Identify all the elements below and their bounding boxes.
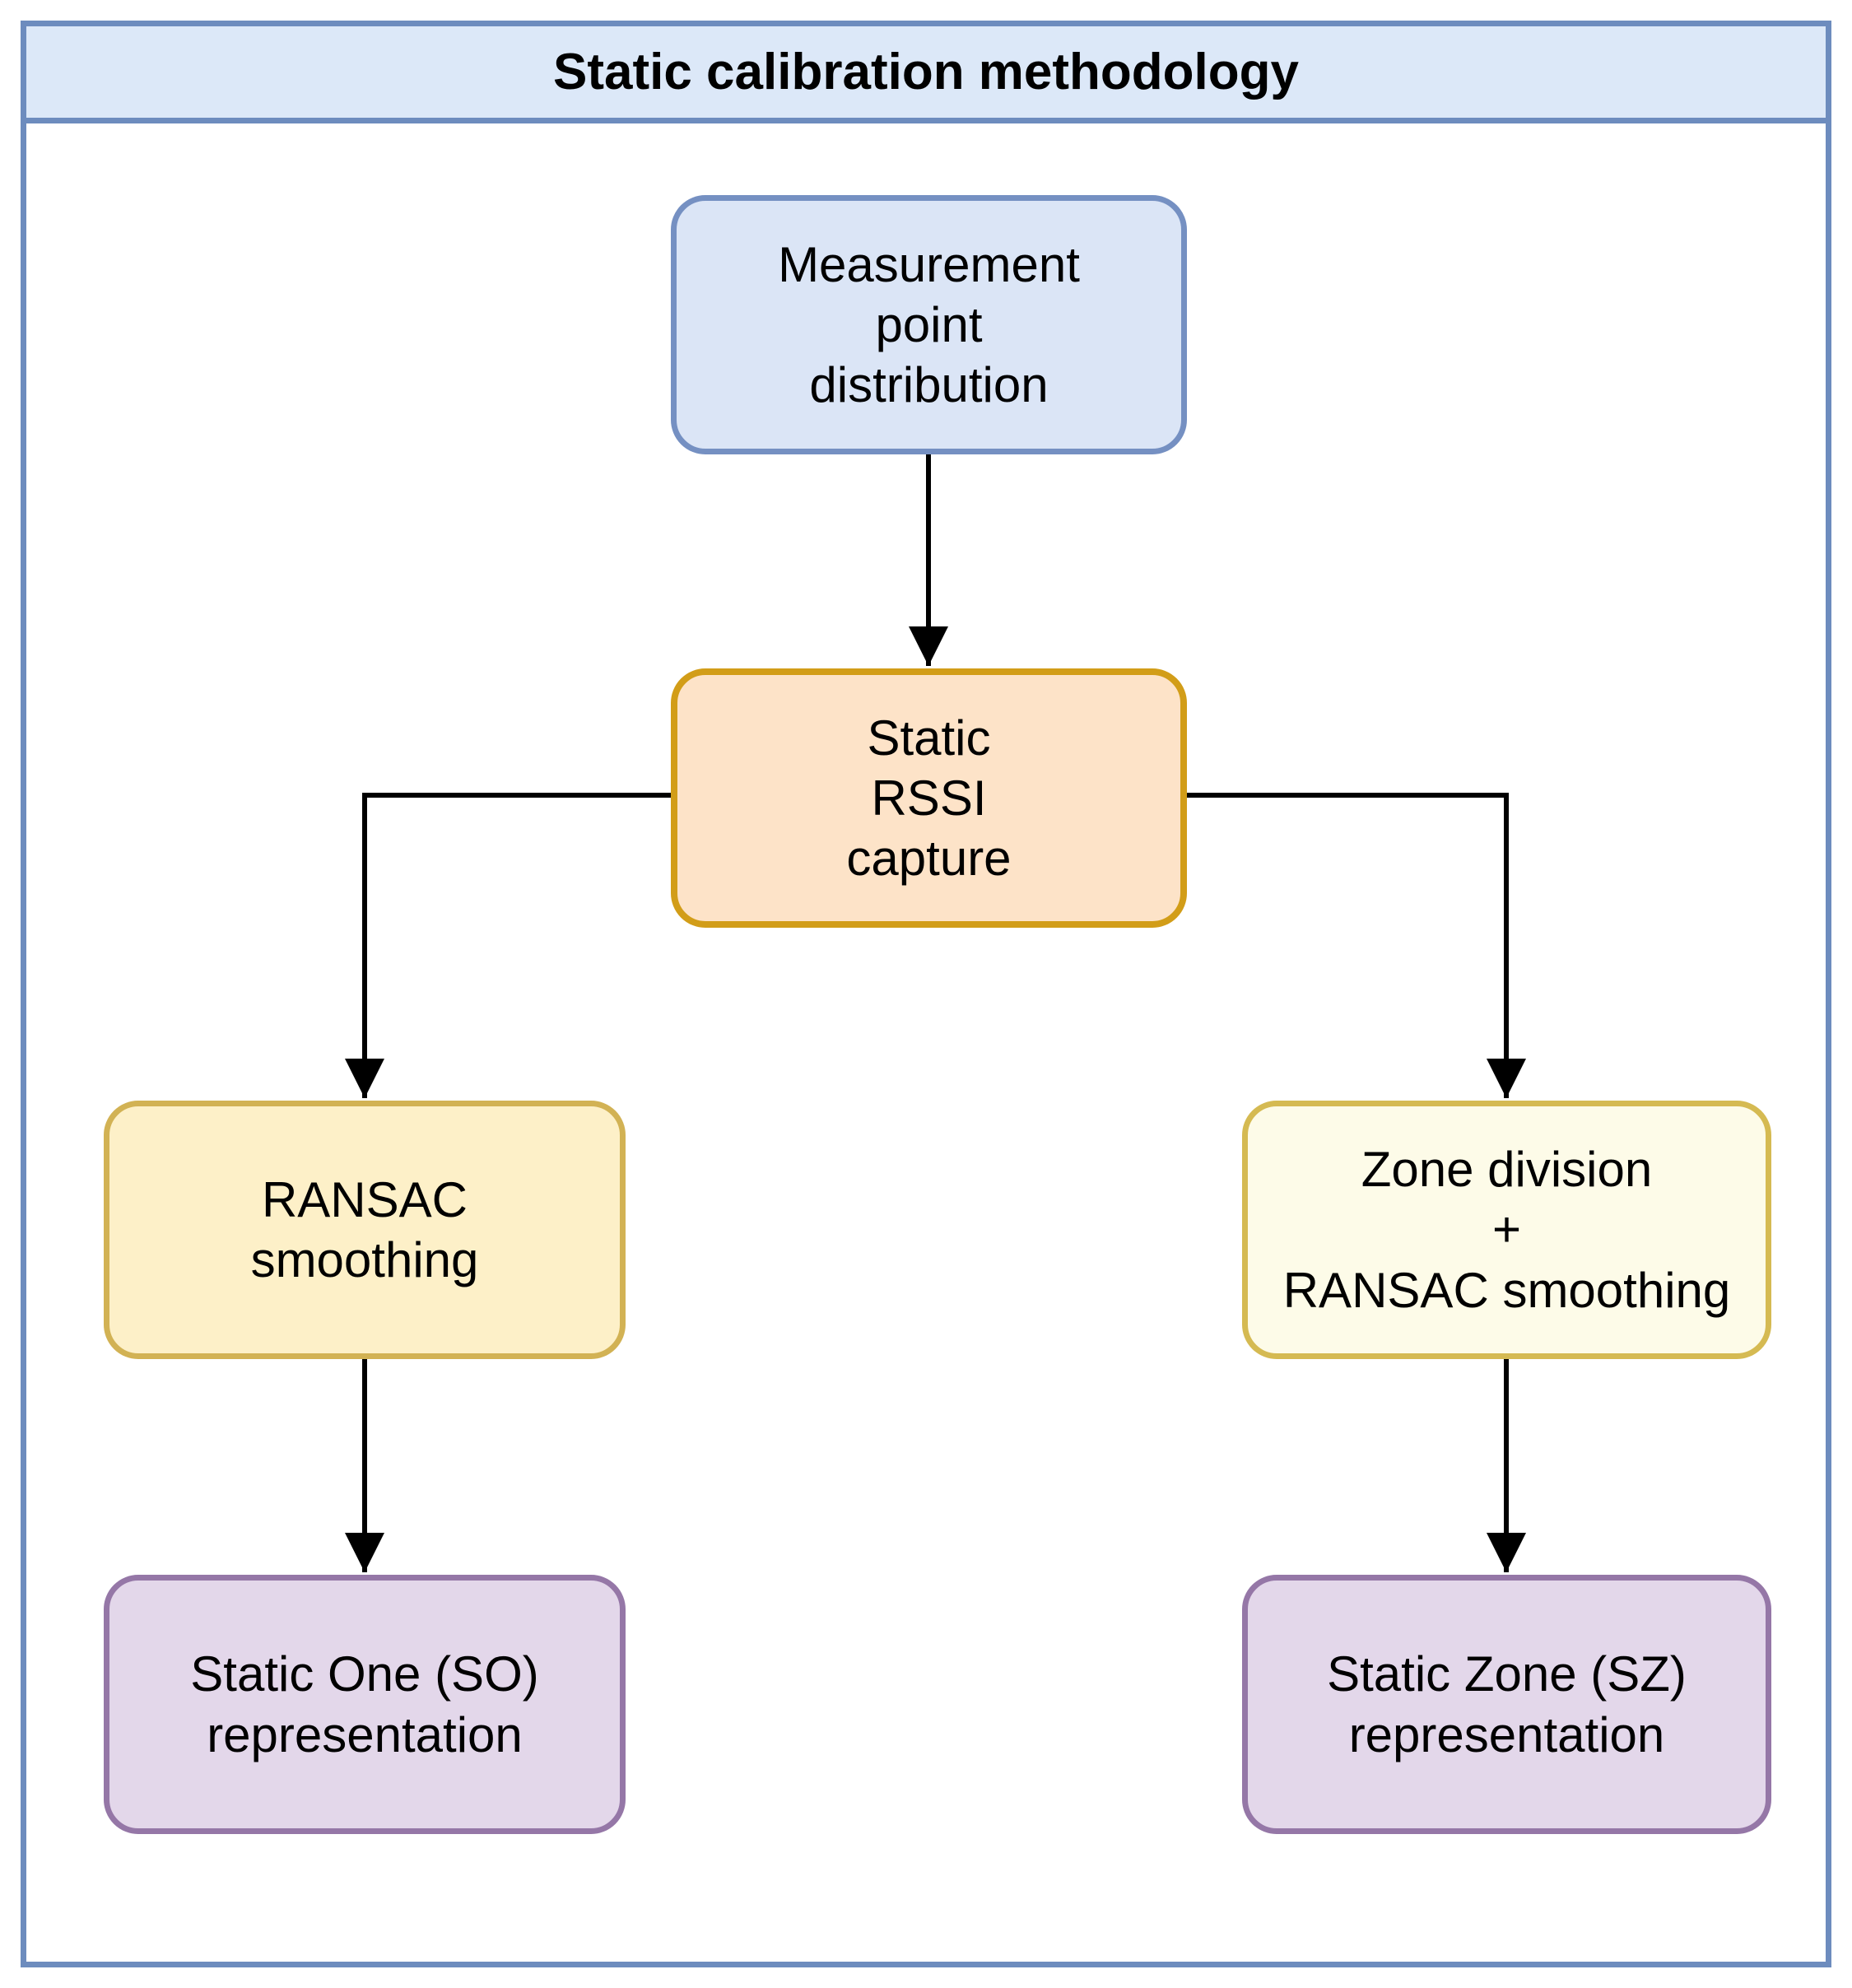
flow-node-static-zone-label: Static Zone (SZ) representation bbox=[1327, 1646, 1687, 1762]
flow-node-ransac-label: RANSAC smoothing bbox=[250, 1171, 479, 1287]
flow-node-static-zone-representation: Static Zone (SZ) representation bbox=[1242, 1575, 1771, 1834]
flow-node-rssi-label: Static RSSI capture bbox=[846, 710, 1012, 887]
flow-node-static-one-label: Static One (SO) representation bbox=[190, 1646, 539, 1762]
diagram-title-bar: Static calibration methodology bbox=[21, 21, 1831, 123]
flow-node-static-rssi-capture: Static RSSI capture bbox=[671, 668, 1187, 928]
flow-node-measurement-label: Measurement point distribution bbox=[778, 236, 1080, 413]
flow-node-ransac-smoothing: RANSAC smoothing bbox=[104, 1101, 626, 1359]
flow-node-static-one-representation: Static One (SO) representation bbox=[104, 1575, 626, 1834]
diagram-title: Static calibration methodology bbox=[553, 44, 1299, 100]
flow-node-zone-division-ransac-smoothing: Zone division + RANSAC smoothing bbox=[1242, 1101, 1771, 1359]
flow-node-measurement-point-distribution: Measurement point distribution bbox=[671, 195, 1187, 454]
flow-node-zone-label: Zone division + RANSAC smoothing bbox=[1282, 1142, 1731, 1318]
